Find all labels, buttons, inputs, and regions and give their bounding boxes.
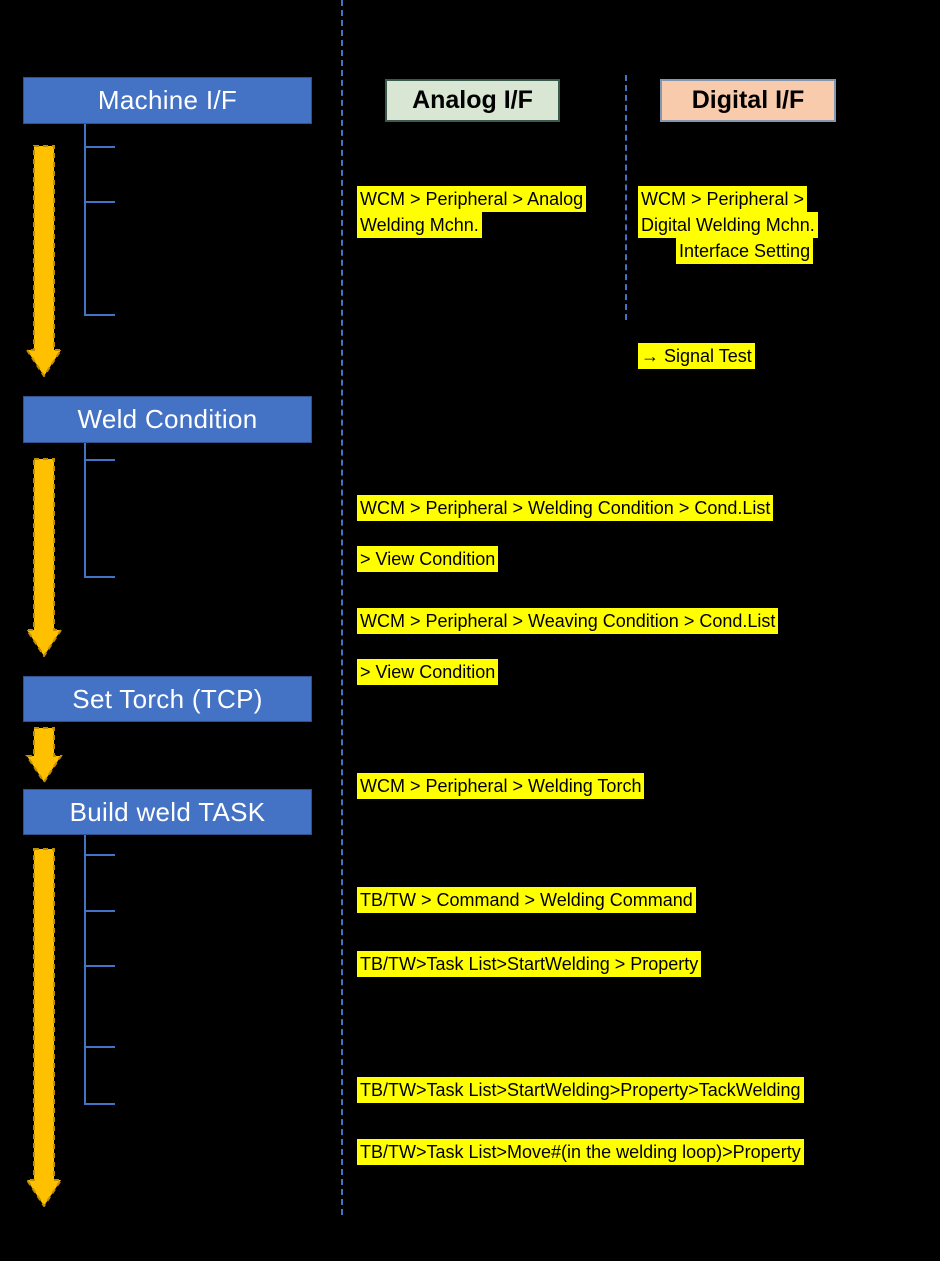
- header-digital-if-label: Digital I/F: [691, 86, 805, 114]
- annotation-start-welding-property-path: TB/TW>Task List>StartWelding > Property: [357, 951, 702, 977]
- annotation-digital-machine-line2: Digital Welding Mchn.: [638, 212, 818, 238]
- annotation-tack-welding-path: TB/TW>Task List>StartWelding>Property>Ta…: [357, 1077, 804, 1103]
- annotation-welding-condition-view: > View Condition: [357, 546, 499, 572]
- analog-digital-separator-line: [625, 75, 627, 320]
- header-analog-if: Analog I/F: [385, 79, 560, 122]
- annotation-signal-test: → Signal Test: [638, 343, 755, 369]
- flow-arrow-2: [22, 458, 66, 657]
- branch-tick: [85, 1103, 115, 1105]
- annotation-digital-machine-line3: Interface Setting: [676, 238, 814, 264]
- header-analog-if-label: Analog I/F: [412, 86, 533, 114]
- header-digital-if: Digital I/F: [660, 79, 836, 122]
- branch-tick: [85, 201, 115, 203]
- flow-box-build-weld-task-label: Build weld TASK: [69, 796, 266, 827]
- branch-trunk: [84, 443, 86, 578]
- branch-tick: [85, 459, 115, 461]
- flow-arrow-3: [22, 727, 66, 783]
- down-arrow-icon: [25, 727, 63, 783]
- flow-box-machine-if-label: Machine I/F: [97, 85, 238, 115]
- branch-tick: [85, 910, 115, 912]
- annotation-welding-command-path: TB/TW > Command > Welding Command: [357, 887, 696, 913]
- down-arrow-icon: [25, 145, 63, 377]
- annotation-analog-machine-line2: Welding Mchn.: [357, 212, 482, 238]
- branch-tick: [85, 314, 115, 316]
- annotation-move-property-path: TB/TW>Task List>Move#(in the welding loo…: [357, 1139, 804, 1165]
- flow-box-weld-condition: Weld Condition: [23, 396, 312, 443]
- down-arrow-icon: [25, 458, 63, 657]
- flow-box-build-weld-task: Build weld TASK: [23, 789, 312, 835]
- annotation-weaving-condition-view: > View Condition: [357, 659, 499, 685]
- branch-tick: [85, 146, 115, 148]
- main-column-separator-line: [341, 0, 343, 1215]
- flow-arrow-1: [22, 145, 66, 377]
- branch-tick: [85, 854, 115, 856]
- down-arrow-icon: [25, 848, 63, 1207]
- flow-box-weld-condition-label: Weld Condition: [77, 404, 258, 434]
- annotation-analog-machine-line1: WCM > Peripheral > Analog: [357, 186, 587, 212]
- flow-box-machine-if: Machine I/F: [23, 77, 312, 124]
- flow-box-set-torch-label: Set Torch (TCP): [72, 683, 263, 714]
- branch-trunk: [84, 124, 86, 316]
- branch-tick: [85, 1046, 115, 1048]
- branch-trunk: [84, 835, 86, 1105]
- branch-tick: [85, 576, 115, 578]
- annotation-welding-condition-path: WCM > Peripheral > Welding Condition > C…: [357, 495, 774, 521]
- flow-box-set-torch: Set Torch (TCP): [23, 676, 312, 722]
- branch-tick: [85, 965, 115, 967]
- flow-arrow-4: [22, 848, 66, 1207]
- annotation-weaving-condition-path: WCM > Peripheral > Weaving Condition > C…: [357, 608, 779, 634]
- annotation-welding-torch-path: WCM > Peripheral > Welding Torch: [357, 773, 645, 799]
- annotation-digital-machine-line1: WCM > Peripheral >: [638, 186, 808, 212]
